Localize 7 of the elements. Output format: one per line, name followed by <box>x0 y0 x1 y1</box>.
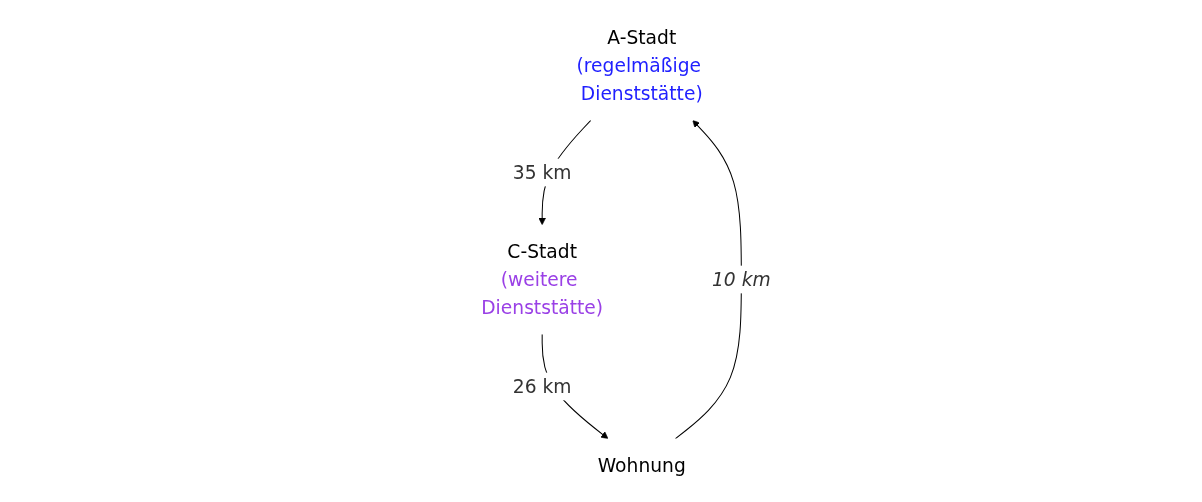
arrow <box>674 119 742 439</box>
node-text: C-Stadt (weitere Dienststätte) <box>480 240 603 318</box>
edge-label: 26 km <box>512 375 572 397</box>
node-text: A-Stadt (regelmäßige Dienststätte) <box>576 26 703 104</box>
node-text: Wohnung <box>597 454 686 476</box>
edge-label: 10 km <box>711 268 771 290</box>
edge-label: 35 km <box>512 161 572 183</box>
